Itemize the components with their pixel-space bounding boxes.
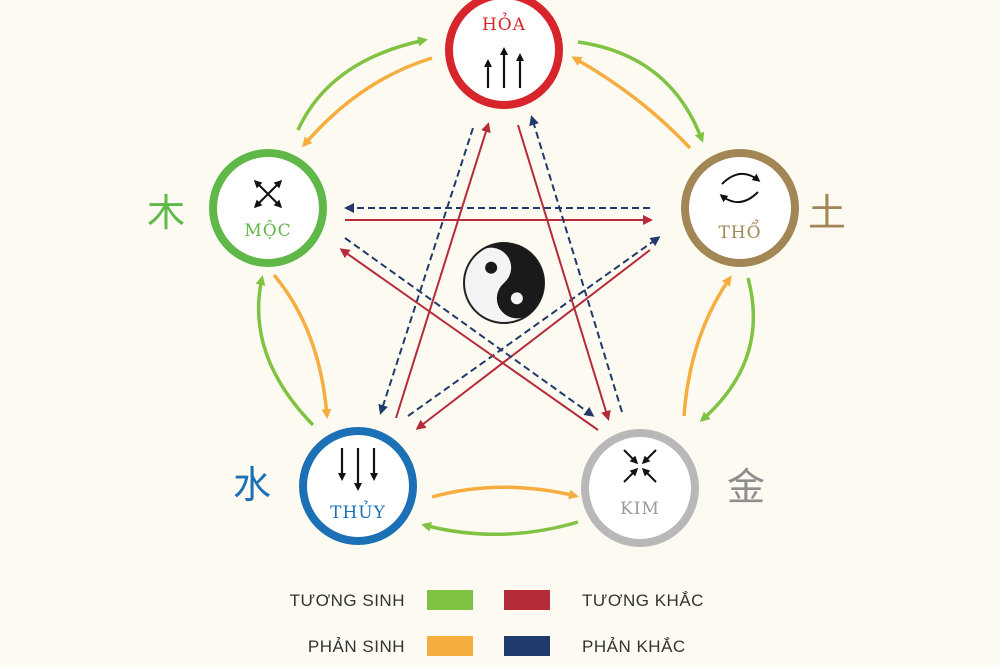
- generating-cycle-arrows: [255, 36, 756, 537]
- moc-label: MỘC: [244, 221, 291, 241]
- arrow-kim-to-thuy: [421, 520, 579, 537]
- arrow-thuy-to-moc: [255, 275, 315, 427]
- legend-item-tuong-sinh: TƯƠNG SINH: [290, 590, 473, 610]
- arrow-hoa-to-moc: [302, 56, 433, 148]
- legend-swatch-phan-sinh: [427, 636, 473, 656]
- legend-swatch-tuong-sinh: [427, 590, 473, 610]
- arrow-tho-to-hoa: [571, 56, 692, 150]
- legend-label-tuong-khac: TƯƠNG KHẮC: [582, 591, 704, 610]
- element-moc: MỘC: [209, 149, 327, 267]
- element-hoa: HỎA: [445, 0, 563, 109]
- arrow-hoa-to-thuy: [378, 127, 474, 415]
- legend-item-phan-khac: PHẢN KHẮC: [504, 636, 686, 656]
- element-thuy: THỦY: [299, 427, 417, 545]
- arrow-thuy-to-tho: [407, 236, 661, 417]
- arrow-kim-to-hoa: [529, 115, 623, 413]
- arrow-kim-to-tho: [682, 275, 732, 417]
- kim-label: KIM: [620, 499, 660, 519]
- thuy-label: THỦY: [330, 500, 386, 523]
- legend: TƯƠNG SINH PHẢN SINH TƯƠNG KHẮC PHẢN KHẮ…: [290, 590, 704, 656]
- element-kim: KIM: [581, 429, 699, 547]
- kim-han-character: 金: [727, 465, 765, 509]
- arrow-kim-to-moc: [339, 248, 599, 431]
- three-up-arrows-icon: [484, 47, 524, 88]
- converging-arrows-icon: [623, 449, 657, 483]
- arrow-moc-to-hoa: [296, 36, 428, 131]
- legend-label-tuong-sinh: TƯƠNG SINH: [290, 591, 405, 610]
- arrow-hoa-to-tho: [577, 40, 705, 143]
- tho-label: THỔ: [718, 219, 761, 243]
- diverging-arrows-icon: [253, 179, 283, 209]
- yin-yang-icon: [463, 242, 545, 324]
- element-tho: THỔ: [681, 149, 799, 267]
- legend-swatch-phan-khac: [504, 636, 550, 656]
- arrow-hoa-to-kim: [517, 124, 611, 421]
- legend-item-tuong-khac: TƯƠNG KHẮC: [504, 590, 704, 610]
- hoa-label: HỎA: [482, 12, 526, 35]
- legend-item-phan-sinh: PHẢN SINH: [308, 636, 473, 656]
- legend-label-phan-sinh: PHẢN SINH: [308, 637, 405, 656]
- arrow-moc-to-kim: [344, 237, 595, 417]
- arrow-thuy-to-kim: [431, 485, 579, 500]
- arrow-moc-to-thuy: [272, 273, 332, 419]
- arrow-thuy-to-hoa: [395, 122, 491, 419]
- legend-label-phan-khac: PHẢN KHẮC: [582, 637, 686, 656]
- three-down-arrows-icon: [338, 448, 378, 491]
- moc-han-character: 木: [147, 191, 185, 235]
- tho-han-character: 土: [808, 191, 846, 235]
- cycle-arrows-icon: [719, 173, 761, 203]
- thuy-han-character: 水: [233, 463, 271, 507]
- arrow-tho-to-thuy: [415, 249, 651, 430]
- overcoming-star-arrows: [339, 115, 661, 431]
- legend-swatch-tuong-khac: [504, 590, 550, 610]
- arrow-tho-to-kim: [699, 277, 756, 422]
